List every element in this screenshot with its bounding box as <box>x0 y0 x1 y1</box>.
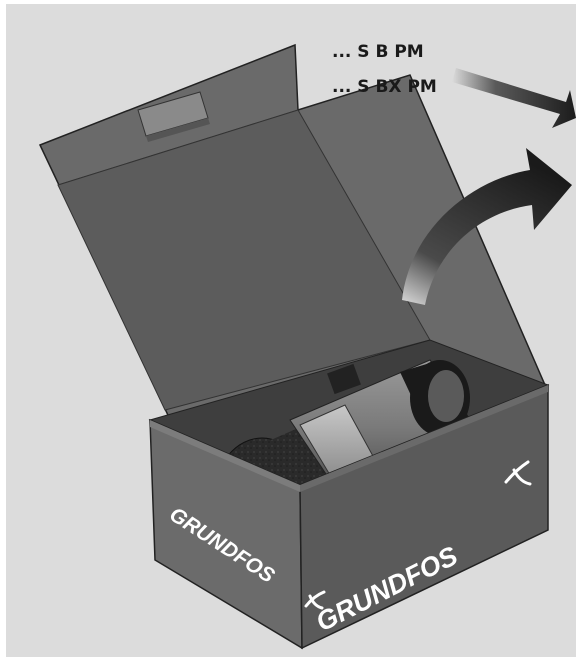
label-s-b-pm: ... S B PM <box>332 42 424 62</box>
label-arrow <box>452 68 576 128</box>
lift-arrow <box>402 148 572 305</box>
terminal-box <box>327 363 361 395</box>
label-s-bx-pm: ... S BX PM <box>332 77 437 97</box>
grundfos-symbol-icon <box>304 460 532 610</box>
